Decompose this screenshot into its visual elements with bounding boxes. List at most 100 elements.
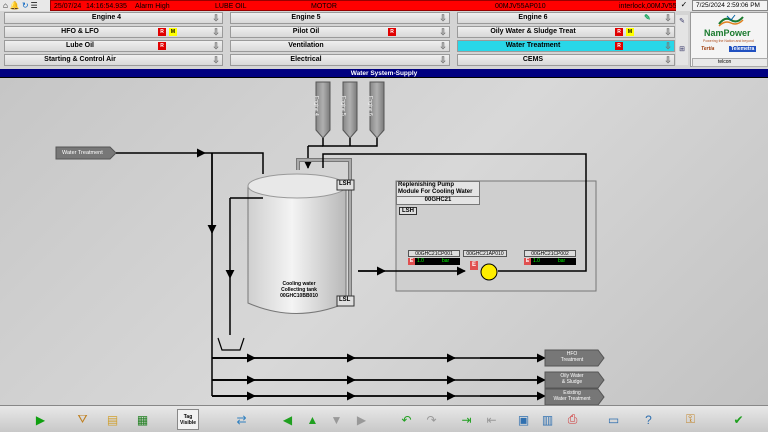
alarm-icon-group[interactable]: ⌂ 🔔 ↻ ☰	[0, 0, 50, 11]
process-diagram: Engine 4 Engine 5 Engine 6 Water Treatme…	[0, 78, 768, 405]
nav-label: Water Treatment	[505, 42, 561, 49]
screen-select-icon[interactable]: ⇄	[236, 412, 247, 427]
module-title-line1: Replenishing Pump	[398, 182, 455, 188]
alarm-indicator: R	[158, 28, 166, 36]
nav-engine-4[interactable]: Engine 4 ⇩	[4, 12, 223, 24]
pressure-transmitter-cp002[interactable]: 00GHC21CP002 E 1.0 bar	[524, 250, 576, 265]
tank-label-line1: Cooling water	[282, 281, 316, 287]
enter-icon[interactable]: ⇥	[461, 412, 472, 427]
folder-icon[interactable]: ▤	[106, 412, 119, 427]
nav-engine-5[interactable]: Engine 5 ⇩	[230, 12, 450, 24]
nav-label: Engine 5	[291, 14, 321, 21]
nav-cems[interactable]: CEMS ⇩	[457, 54, 675, 66]
help-icon[interactable]: ?	[645, 412, 652, 427]
refresh-icon[interactable]: ↻	[21, 1, 29, 10]
exit-icon[interactable]: ⇤	[486, 412, 497, 427]
arrow-down-icon[interactable]: ⇩	[439, 55, 447, 65]
trend-icon[interactable]: ▦	[136, 412, 149, 427]
clock: 7/25/2024 2:59:06 PM	[692, 0, 768, 11]
page-title: Water System-Supply	[0, 69, 768, 78]
redo-icon[interactable]: ↷	[426, 412, 437, 427]
alarm-line[interactable]: 25/07/24 14:16:54.935 Alarm High LUBE OI…	[50, 0, 692, 11]
nav-ventilation[interactable]: Ventilation ⇩	[230, 40, 450, 52]
nav-electrical[interactable]: Electrical ⇩	[230, 54, 450, 66]
nav-engine-6[interactable]: Engine 6 ✎ ⇩	[457, 12, 675, 24]
save-icon[interactable]: ▣	[517, 412, 530, 427]
alarm-indicator: R	[388, 28, 396, 36]
alarm-ack-icon[interactable]: ✓	[676, 0, 692, 11]
edit-icon[interactable]: ✎	[679, 18, 685, 25]
arrow-down-icon[interactable]: ⇩	[439, 27, 447, 37]
pump-module-title: Replenishing Pump Module For Cooling Wat…	[396, 181, 480, 205]
module-lsh-label: LSH	[399, 207, 417, 215]
nav-pilot-oil[interactable]: Pilot Oil R ⇩	[230, 26, 450, 38]
cooling-water-tank[interactable]	[247, 173, 347, 314]
maintenance-indicator: M	[169, 28, 177, 36]
arrow-down-icon[interactable]: ⇩	[212, 27, 220, 37]
engine-6-label: Engine 6	[367, 96, 373, 116]
engine-5-return[interactable]	[342, 81, 358, 139]
bell-icon[interactable]: 🔔	[9, 1, 20, 10]
arrow-down-icon[interactable]: ⇩	[664, 27, 672, 37]
key-icon[interactable]: ⚿	[685, 412, 696, 426]
nav-water-treatment[interactable]: Water Treatment R ⇩	[457, 40, 675, 52]
print-icon[interactable]: ⎙	[567, 412, 578, 426]
nav-hfo-lfo[interactable]: HFO & LFO R M ⇩	[4, 26, 223, 38]
engine-6-return[interactable]	[369, 81, 385, 139]
module-title-line2: Module For Cooling Water	[398, 189, 473, 195]
module-tag: 00GHC21	[397, 196, 479, 204]
maintenance-indicator: M	[626, 28, 634, 36]
engine-4-return[interactable]	[315, 81, 331, 139]
tank-tag: 00GHC10BB010	[280, 293, 318, 299]
hfo-treatment-output[interactable]	[544, 349, 605, 367]
pressure-transmitter-cp001[interactable]: 00GHC21CP001 E 1.0 bar	[408, 250, 460, 265]
undo-icon[interactable]: ↶	[401, 412, 412, 427]
nav-oily-water-sludge[interactable]: Oily Water & Sludge Treat R M ⇩	[457, 26, 675, 38]
home-icon[interactable]: ⌂	[3, 1, 8, 10]
nav-label: Ventilation	[288, 42, 324, 49]
arrow-down-icon[interactable]: ▼	[330, 412, 343, 427]
oily-water-sludge-output[interactable]	[544, 371, 605, 389]
nav-label: HFO & LFO	[61, 28, 99, 35]
tool-icon[interactable]: ✎	[644, 13, 651, 22]
output-label-line2: Treatment	[560, 357, 584, 363]
existing-water-treatment-label: Existing Water Treatment	[546, 390, 598, 402]
nav-label: CEMS	[522, 56, 544, 63]
arrow-down-icon[interactable]: ⇩	[664, 41, 672, 51]
replenishing-pump[interactable]	[480, 263, 498, 281]
arrow-down-icon[interactable]: ⇩	[212, 41, 220, 51]
partner-logo-2: Telemetra	[729, 46, 757, 52]
filter-icon[interactable]: ⛛	[77, 412, 88, 426]
water-treatment-input-arrow[interactable]	[55, 146, 117, 160]
nav-starting-control-air[interactable]: Starting & Control Air ⇩	[4, 54, 223, 66]
nav-lube-oil[interactable]: Lube Oil R ⇩	[4, 40, 223, 52]
list-icon[interactable]: ☰	[30, 1, 38, 10]
arrow-down-icon[interactable]: ⇩	[439, 13, 447, 23]
arrow-down-icon[interactable]: ⇩	[664, 55, 672, 65]
arrow-right-icon[interactable]: ▶	[356, 412, 367, 427]
side-tools[interactable]: ✎ ⊞	[676, 15, 688, 65]
arrow-left-icon[interactable]: ◀	[282, 412, 293, 427]
piping-svg	[55, 81, 605, 405]
acknowledge-all-icon[interactable]: ✔	[733, 412, 744, 427]
existing-water-treatment-output[interactable]	[544, 388, 605, 405]
arrow-down-icon[interactable]: ⇩	[664, 13, 672, 23]
play-icon[interactable]: ▶	[35, 412, 46, 427]
alarm-area: LUBE OIL	[215, 3, 247, 10]
output-label-line2: & Sludge	[561, 379, 583, 385]
alarm-tag: 00MJV55AP010	[495, 3, 546, 10]
arrow-down-icon[interactable]: ⇩	[439, 41, 447, 51]
search-icon[interactable]: ⊞	[679, 46, 685, 53]
alarm-type: Alarm High	[135, 3, 170, 10]
document-icon[interactable]: ▥	[541, 412, 554, 427]
nampower-emblem-icon	[718, 14, 744, 27]
monitor-icon[interactable]: ▭	[607, 412, 620, 427]
tag-visible-button[interactable]: Tag Visible	[177, 409, 199, 430]
arrow-down-icon[interactable]: ⇩	[212, 55, 220, 65]
cp002-tag: 00GHC21CP002	[524, 250, 576, 257]
arrow-up-icon[interactable]: ▲	[306, 412, 319, 427]
engine-4-label: Engine 4	[313, 96, 319, 116]
output-label-line1: HFO	[566, 351, 578, 357]
engine-5-label: Engine 5	[340, 96, 346, 116]
arrow-down-icon[interactable]: ⇩	[212, 13, 220, 23]
